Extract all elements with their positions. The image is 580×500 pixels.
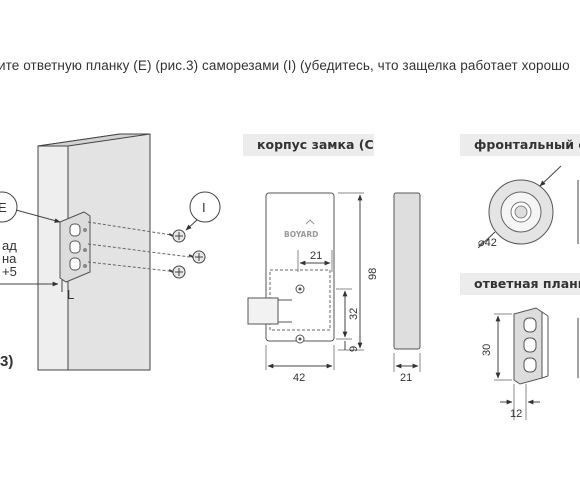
strike-plate-mounted <box>59 211 91 283</box>
front-panel-label: фронтальный сч <box>460 134 580 156</box>
dim-lock-height: 98 <box>367 268 379 280</box>
screw-icon <box>188 250 206 264</box>
callout-i-label: I <box>202 200 206 215</box>
dim-strike-depth: 12 <box>510 408 522 420</box>
lock-body-side-view: 21 <box>393 192 421 384</box>
screw-icon <box>168 265 186 279</box>
lock-body-front-view: BOYARD <box>247 192 335 344</box>
screw-icon <box>168 229 186 243</box>
side-note-line-2: на <box>2 251 17 266</box>
figure-number: 3) <box>0 353 13 370</box>
latch-bolt <box>247 297 279 325</box>
boyard-logo: BOYARD <box>284 230 318 239</box>
dim-lock-width: 42 <box>293 372 305 384</box>
door-panel-illustration: E I ад на +5 L 3) <box>0 133 221 371</box>
side-note-line-1: ад <box>2 238 17 253</box>
callout-e-label: E <box>0 200 7 215</box>
callout-e-circle <box>0 191 18 223</box>
dim-strike-height: 30 <box>481 344 493 356</box>
strike-plate-label: ответная планка <box>460 273 580 295</box>
dim-front-diameter: ⌀42 <box>478 237 497 249</box>
strike-plate-view: 30 12 <box>481 307 579 420</box>
dim-hole-spacing-h: 21 <box>310 250 322 262</box>
instruction-text: ите ответную планку (E) (рис.3) самореза… <box>0 58 570 73</box>
gap-l-label: L <box>67 287 74 302</box>
lock-body-dimensions: 42 98 21 32 9 <box>265 192 379 384</box>
dim-lock-depth: 21 <box>400 372 412 384</box>
dim-hole-spacing-v: 32 <box>348 308 360 320</box>
side-note-line-3: +5 <box>2 264 17 279</box>
dim-hole-offset: 9 <box>348 346 360 352</box>
front-panel-view: ⌀42 <box>477 165 579 249</box>
callout-i-circle <box>189 191 221 223</box>
lock-body-label: корпус замка (С) <box>243 134 374 156</box>
